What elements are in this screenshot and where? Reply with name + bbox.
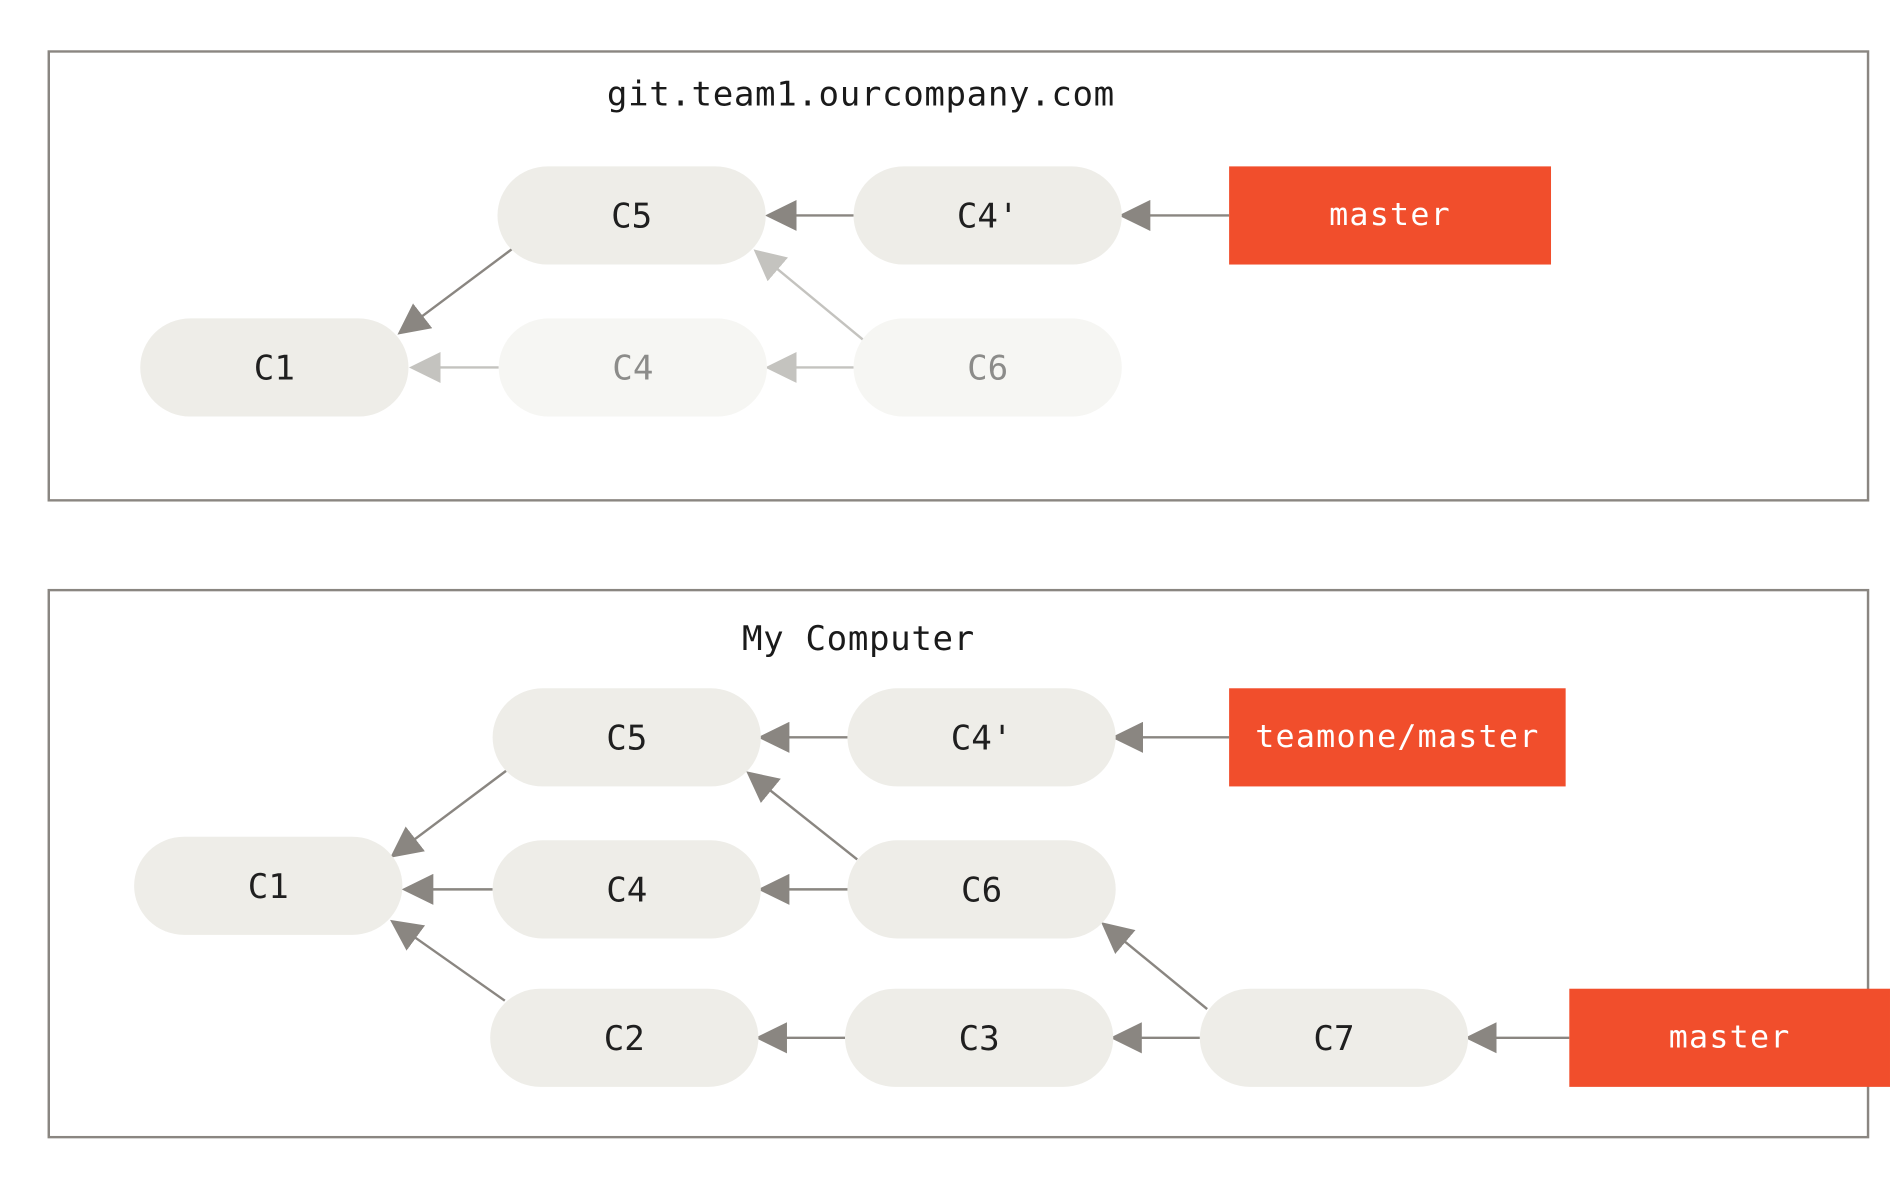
remote-commit-c5: C5: [497, 166, 766, 265]
remote-repo-title: git.team1.ourcompany.com: [606, 74, 1115, 114]
remote-branch-master: master: [1229, 166, 1552, 265]
remote-commit-c4-prime: C4': [853, 166, 1122, 265]
arrow-local-c7-to-c6: [1101, 922, 1208, 1010]
local-branch-teamone-master: teamone/master: [1229, 688, 1566, 787]
remote-repo-panel: [47, 50, 1870, 502]
remote-commit-c1: C1: [140, 318, 409, 417]
local-repo-title: My Computer: [742, 618, 975, 659]
arrow-remote-c5-to-c1: [397, 248, 513, 335]
remote-commit-c6-faded: C6: [853, 318, 1122, 417]
arrow-local-c6-to-c5: [746, 771, 858, 861]
local-commit-c6: C6: [847, 840, 1116, 939]
local-commit-c1: C1: [134, 836, 403, 935]
local-commit-c5: C5: [492, 688, 761, 787]
arrow-local-c5-to-c1: [390, 769, 507, 858]
arrow-remote-c6-to-c5: [753, 249, 865, 341]
arrow-local-c2-to-c1: [390, 919, 506, 1002]
local-branch-master: master: [1569, 988, 1890, 1087]
local-commit-c4-prime: C4': [847, 688, 1116, 787]
local-commit-c3: C3: [845, 988, 1114, 1087]
remote-commit-c4-faded: C4: [498, 318, 767, 417]
local-commit-c2: C2: [490, 988, 759, 1087]
local-commit-c7: C7: [1199, 988, 1469, 1087]
local-commit-c4: C4: [492, 840, 761, 939]
